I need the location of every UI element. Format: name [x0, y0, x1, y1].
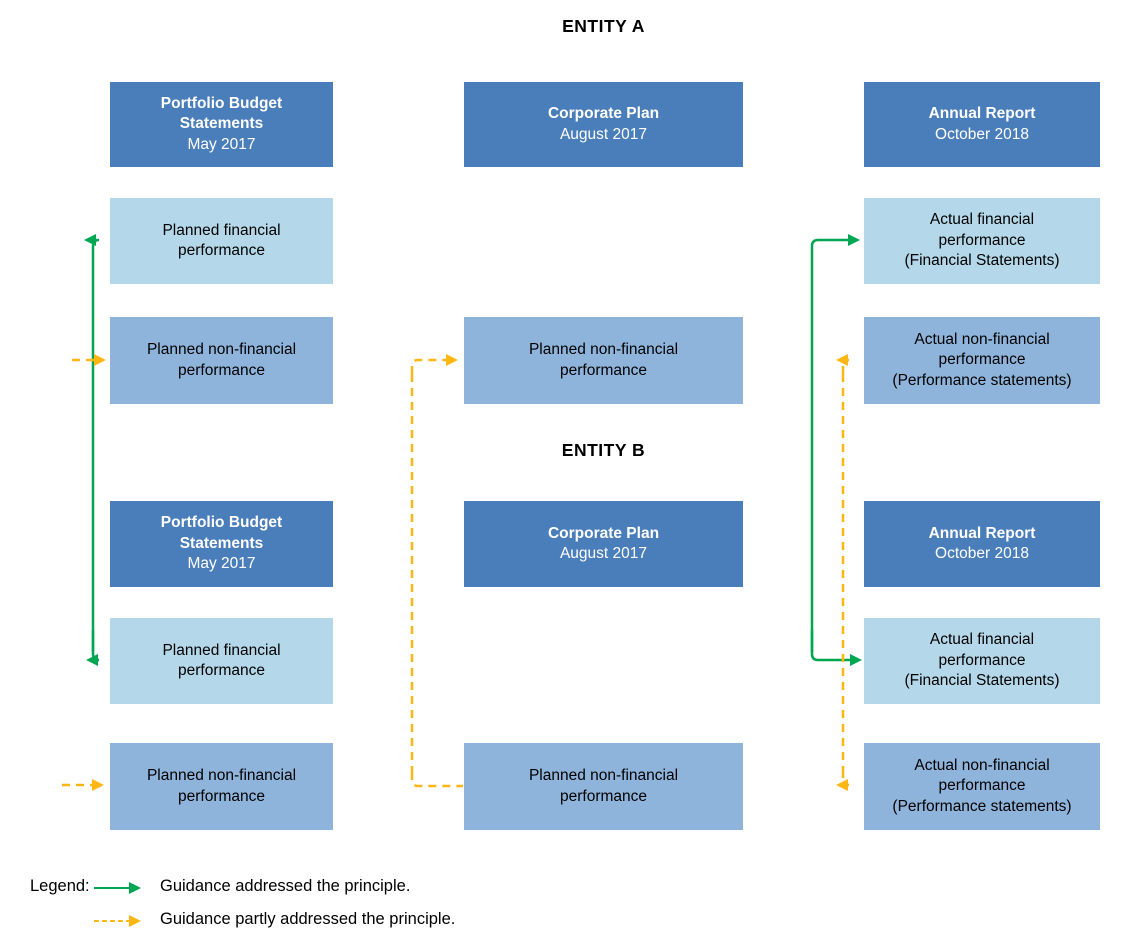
entity-b-planned-non-financial-box: Planned non-financial performance [110, 743, 333, 830]
entity-a-planned-non-financial-label: Planned non-financial performance [146, 341, 297, 379]
entity-a-cp-planned-non-financial-label: Planned non-financial performance [528, 341, 679, 379]
entity-b-title: ENTITY B [561, 440, 646, 460]
entity-b-pbs-date: May 2017 [187, 555, 256, 573]
entity-a-annual-report-title: Annual Report [928, 105, 1036, 123]
entity-b-annual-report-title: Annual Report [928, 524, 1036, 542]
entity-a-annual-report-date: October 2018 [935, 125, 1029, 143]
entity-a-planned-financial-label: Planned financial performance [162, 221, 281, 259]
entity-b-actual-financial-label: Actual financial performance (Financial … [904, 631, 1060, 690]
entity-b-actual-financial-box: Actual financial performance (Financial … [864, 618, 1100, 704]
yellow-arrow-right-to-entity-b-actual-non-financial [836, 770, 850, 791]
entity-a-corporate-plan-date: August 2017 [559, 125, 648, 143]
green-arrow-left-to-entity-b-planned-financial [86, 630, 100, 666]
green-arrow-left-to-entity-a-planned-financial [84, 234, 100, 652]
legend-item-addressed: Guidance addressed the principle. [160, 877, 411, 895]
entity-a-planned-financial-box: Planned financial performance [110, 198, 333, 284]
entity-a-pbs-date: May 2017 [187, 135, 256, 153]
entity-b-pbs-header-box: Portfolio Budget Statements May 2017 [110, 501, 333, 587]
entity-b-planned-financial-label: Planned financial performance [162, 641, 281, 679]
entity-b-annual-report-header-box: Annual Report October 2018 [864, 501, 1100, 587]
entity-b-corporate-plan-header-box: Corporate Plan August 2017 [464, 501, 743, 587]
entity-b-corporate-plan-date: August 2017 [559, 545, 648, 562]
entity-b-cp-planned-non-financial-label: Planned non-financial performance [528, 767, 679, 805]
entity-a-pbs-header-box: Portfolio Budget Statements May 2017 [110, 82, 333, 167]
green-arrow-right-to-entity-b-actual-financial [810, 630, 862, 666]
legend-item-partly-addressed: Guidance partly addressed the principle. [160, 910, 456, 928]
yellow-arrow-mid-to-entity-a-cp-planned-non-financial [410, 354, 458, 374]
entity-b-pbs-title: Portfolio Budget Statements [160, 514, 283, 552]
entity-b-actual-non-financial-box: Actual non-financial performance (Perfor… [864, 743, 1100, 830]
entity-a-corporate-plan-header-box: Corporate Plan August 2017 [464, 82, 743, 167]
entity-a-pbs-title: Portfolio Budget Statements [160, 94, 283, 133]
entity-b-planned-non-financial-label: Planned non-financial performance [146, 767, 297, 805]
entity-b-annual-report-date: October 2018 [935, 545, 1029, 562]
legend-title: Legend: [30, 877, 90, 895]
entity-a-actual-non-financial-label: Actual non-financial performance (Perfor… [892, 330, 1072, 389]
entity-b-actual-non-financial-label: Actual non-financial performance (Perfor… [892, 756, 1072, 815]
entity-b-planned-financial-box: Planned financial performance [110, 618, 333, 704]
entity-b-cp-planned-non-financial-box: Planned non-financial performance [464, 743, 743, 830]
entity-a-title: ENTITY A [562, 16, 645, 36]
entity-a-actual-financial-label: Actual financial performance (Financial … [904, 211, 1060, 270]
entity-a-cp-planned-non-financial-box: Planned non-financial performance [464, 317, 743, 404]
entity-b-corporate-plan-title: Corporate Plan [547, 524, 660, 542]
entity-a-actual-financial-box: Actual financial performance (Financial … [864, 198, 1100, 284]
yellow-arrow-right-to-entity-a-actual-non-financial [836, 354, 850, 374]
green-arrow-right-to-entity-a-actual-financial [810, 234, 860, 652]
entity-a-planned-non-financial-box: Planned non-financial performance [110, 317, 333, 404]
entity-a-annual-report-header-box: Annual Report October 2018 [864, 82, 1100, 167]
legend-solid-arrow-icon [94, 882, 141, 894]
yellow-connector-mid-to-entity-b-cp-planned-non-financial [410, 772, 463, 788]
entity-a-corporate-plan-title: Corporate Plan [547, 105, 660, 123]
legend-dashed-arrow-icon [94, 915, 141, 927]
entity-a-actual-non-financial-box: Actual non-financial performance (Perfor… [864, 317, 1100, 404]
